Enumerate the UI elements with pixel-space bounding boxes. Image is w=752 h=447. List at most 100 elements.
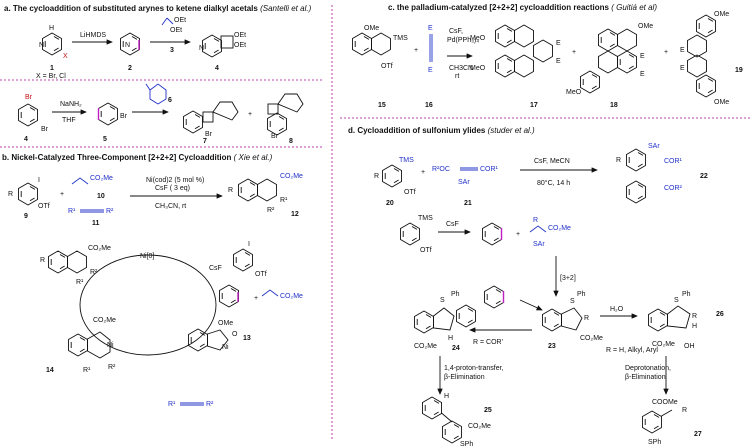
svg-text:CsF: CsF <box>209 265 222 272</box>
svg-text:H: H <box>692 323 697 330</box>
cycle-product: CO₂Me R² R¹ R <box>40 245 111 286</box>
compound-7: Br 7 <box>183 101 239 145</box>
svg-text:CO₂Me: CO₂Me <box>280 293 303 300</box>
svg-text:E: E <box>640 71 645 78</box>
svg-text:CO₂Me: CO₂Me <box>580 335 603 342</box>
compound-5: Br 5 <box>97 102 128 143</box>
label-12: 12 <box>291 211 299 218</box>
d-cond1: CsF, MeCN <box>534 158 570 165</box>
label-18: 18 <box>610 102 618 109</box>
label-8: 8 <box>289 138 293 145</box>
label-16: 16 <box>425 102 433 109</box>
label-13: 13 <box>243 335 251 342</box>
label-5: 5 <box>103 136 107 143</box>
svg-text:Ph: Ph <box>682 291 691 298</box>
svg-text:R = H, Alkyl, Aryl: R = H, Alkyl, Aryl <box>606 347 658 354</box>
svg-text:OEt: OEt <box>170 27 182 34</box>
svg-text:SPh: SPh <box>460 441 473 447</box>
svg-text:+: + <box>516 231 520 238</box>
ni-catalyst: Ni(cod)2 (5 mol %) <box>146 177 204 184</box>
compound-8: Br 8 <box>267 93 304 145</box>
svg-text:SPh: SPh <box>648 439 661 446</box>
svg-text:OTf: OTf <box>420 247 432 254</box>
svg-text:N: N <box>125 42 130 49</box>
svg-text:CO₂Me: CO₂Me <box>93 317 116 324</box>
svg-text:N: N <box>39 42 44 49</box>
svg-text:Ni: Ni <box>107 342 114 349</box>
compound-4b: Br Br 4 <box>18 94 49 143</box>
svg-text:N: N <box>199 45 204 52</box>
svg-text:MeO: MeO <box>470 65 486 72</box>
svg-text:OEt: OEt <box>174 17 186 24</box>
svg-text:COOMe: COOMe <box>652 399 678 406</box>
svg-text:S: S <box>440 297 445 304</box>
label-25: 25 <box>484 407 492 414</box>
compound-1: H N X 1 X = Br, Cl <box>36 25 68 80</box>
label-4: 4 <box>215 65 219 72</box>
label-11: 11 <box>92 220 100 227</box>
cycle-reagents: I OTf CsF + CO₂Me <box>209 241 303 308</box>
compound-24: S Ph H CO₂Me 24 <box>414 291 476 352</box>
svg-text:Pd(PPh₃)₄: Pd(PPh₃)₄ <box>447 37 479 44</box>
svg-text:E: E <box>556 58 561 65</box>
plus-b1: + <box>60 191 64 198</box>
svg-text:OEt: OEt <box>234 32 246 39</box>
catalytic-cycle <box>79 254 217 356</box>
heading-b: b. Nickel-Catalyzed Three-Component [2+2… <box>2 153 273 162</box>
svg-text:OTf: OTf <box>381 63 393 70</box>
svg-text:CsF,: CsF, <box>449 28 463 35</box>
compound-27: COOMe R SPh 27 <box>642 399 702 446</box>
svg-text:E: E <box>680 65 685 72</box>
label-10: 10 <box>97 193 105 200</box>
label-14: 14 <box>46 367 54 374</box>
compound-18: OMe MeO E E 18 <box>566 23 653 109</box>
compound-4: OEt OEt N 4 <box>199 32 246 72</box>
svg-text:OEt: OEt <box>234 42 246 49</box>
svg-text:R: R <box>692 313 697 320</box>
svg-text:COR¹: COR¹ <box>664 158 683 165</box>
svg-text:R²: R² <box>108 364 116 371</box>
compound-14: CO₂Me Ni R² R¹ 14 <box>46 317 116 374</box>
compound-11: R¹ R² 11 <box>68 208 114 227</box>
svg-text:MeO: MeO <box>566 89 582 96</box>
compound-15: OMe TMS OTf 15 <box>352 25 408 109</box>
svg-text:R¹: R¹ <box>76 279 84 286</box>
label-17: 17 <box>530 102 538 109</box>
lihmds-label: LiHMDS <box>80 32 106 39</box>
svg-text:H₂O: H₂O <box>610 306 624 313</box>
heading-a: a. The cycloaddition of substituted aryn… <box>4 4 312 13</box>
svg-text:R¹: R¹ <box>280 197 288 204</box>
svg-text:E: E <box>428 25 433 32</box>
svg-text:Br: Br <box>271 133 279 140</box>
svg-text:I: I <box>38 177 40 184</box>
ch3cn-rt: CH₃CN, rt <box>155 203 186 210</box>
label-3: 3 <box>170 47 174 54</box>
compound-17: MeO MeO E E 17 <box>470 24 561 109</box>
label-2: 2 <box>128 65 132 72</box>
svg-text:OTf: OTf <box>38 203 50 210</box>
svg-text:OMe: OMe <box>218 320 233 327</box>
svg-text:Br: Br <box>205 131 213 138</box>
svg-text:OTf: OTf <box>255 271 267 278</box>
svg-text:CO₂Me: CO₂Me <box>652 341 675 348</box>
svg-text:1,4-proton-transfer,: 1,4-proton-transfer, <box>444 365 504 372</box>
svg-text:R¹: R¹ <box>68 208 76 215</box>
nanh2-label: NaNH₂ <box>60 101 82 108</box>
svg-text:R: R <box>533 217 538 224</box>
svg-text:H: H <box>448 335 453 342</box>
plus-a: + <box>248 111 252 118</box>
svg-text:TMS: TMS <box>393 35 408 42</box>
compound-3: OEt OEt 3 <box>161 17 186 54</box>
svg-text:R²: R² <box>267 207 275 214</box>
svg-text:CO₂Me: CO₂Me <box>280 173 303 180</box>
svg-text:R¹: R¹ <box>168 401 176 408</box>
svg-text:E: E <box>556 40 561 47</box>
svg-text:R = COR': R = COR' <box>473 339 503 346</box>
svg-text:Br: Br <box>41 126 49 133</box>
svg-text:R²: R² <box>90 269 98 276</box>
heading-d: d. Cycloaddition of sulfonium ylides (st… <box>348 126 535 135</box>
compound-9: I OTf R 9 <box>8 177 50 220</box>
xbrcl-note: X = Br, Cl <box>36 73 66 80</box>
svg-text:OMe: OMe <box>714 11 729 18</box>
